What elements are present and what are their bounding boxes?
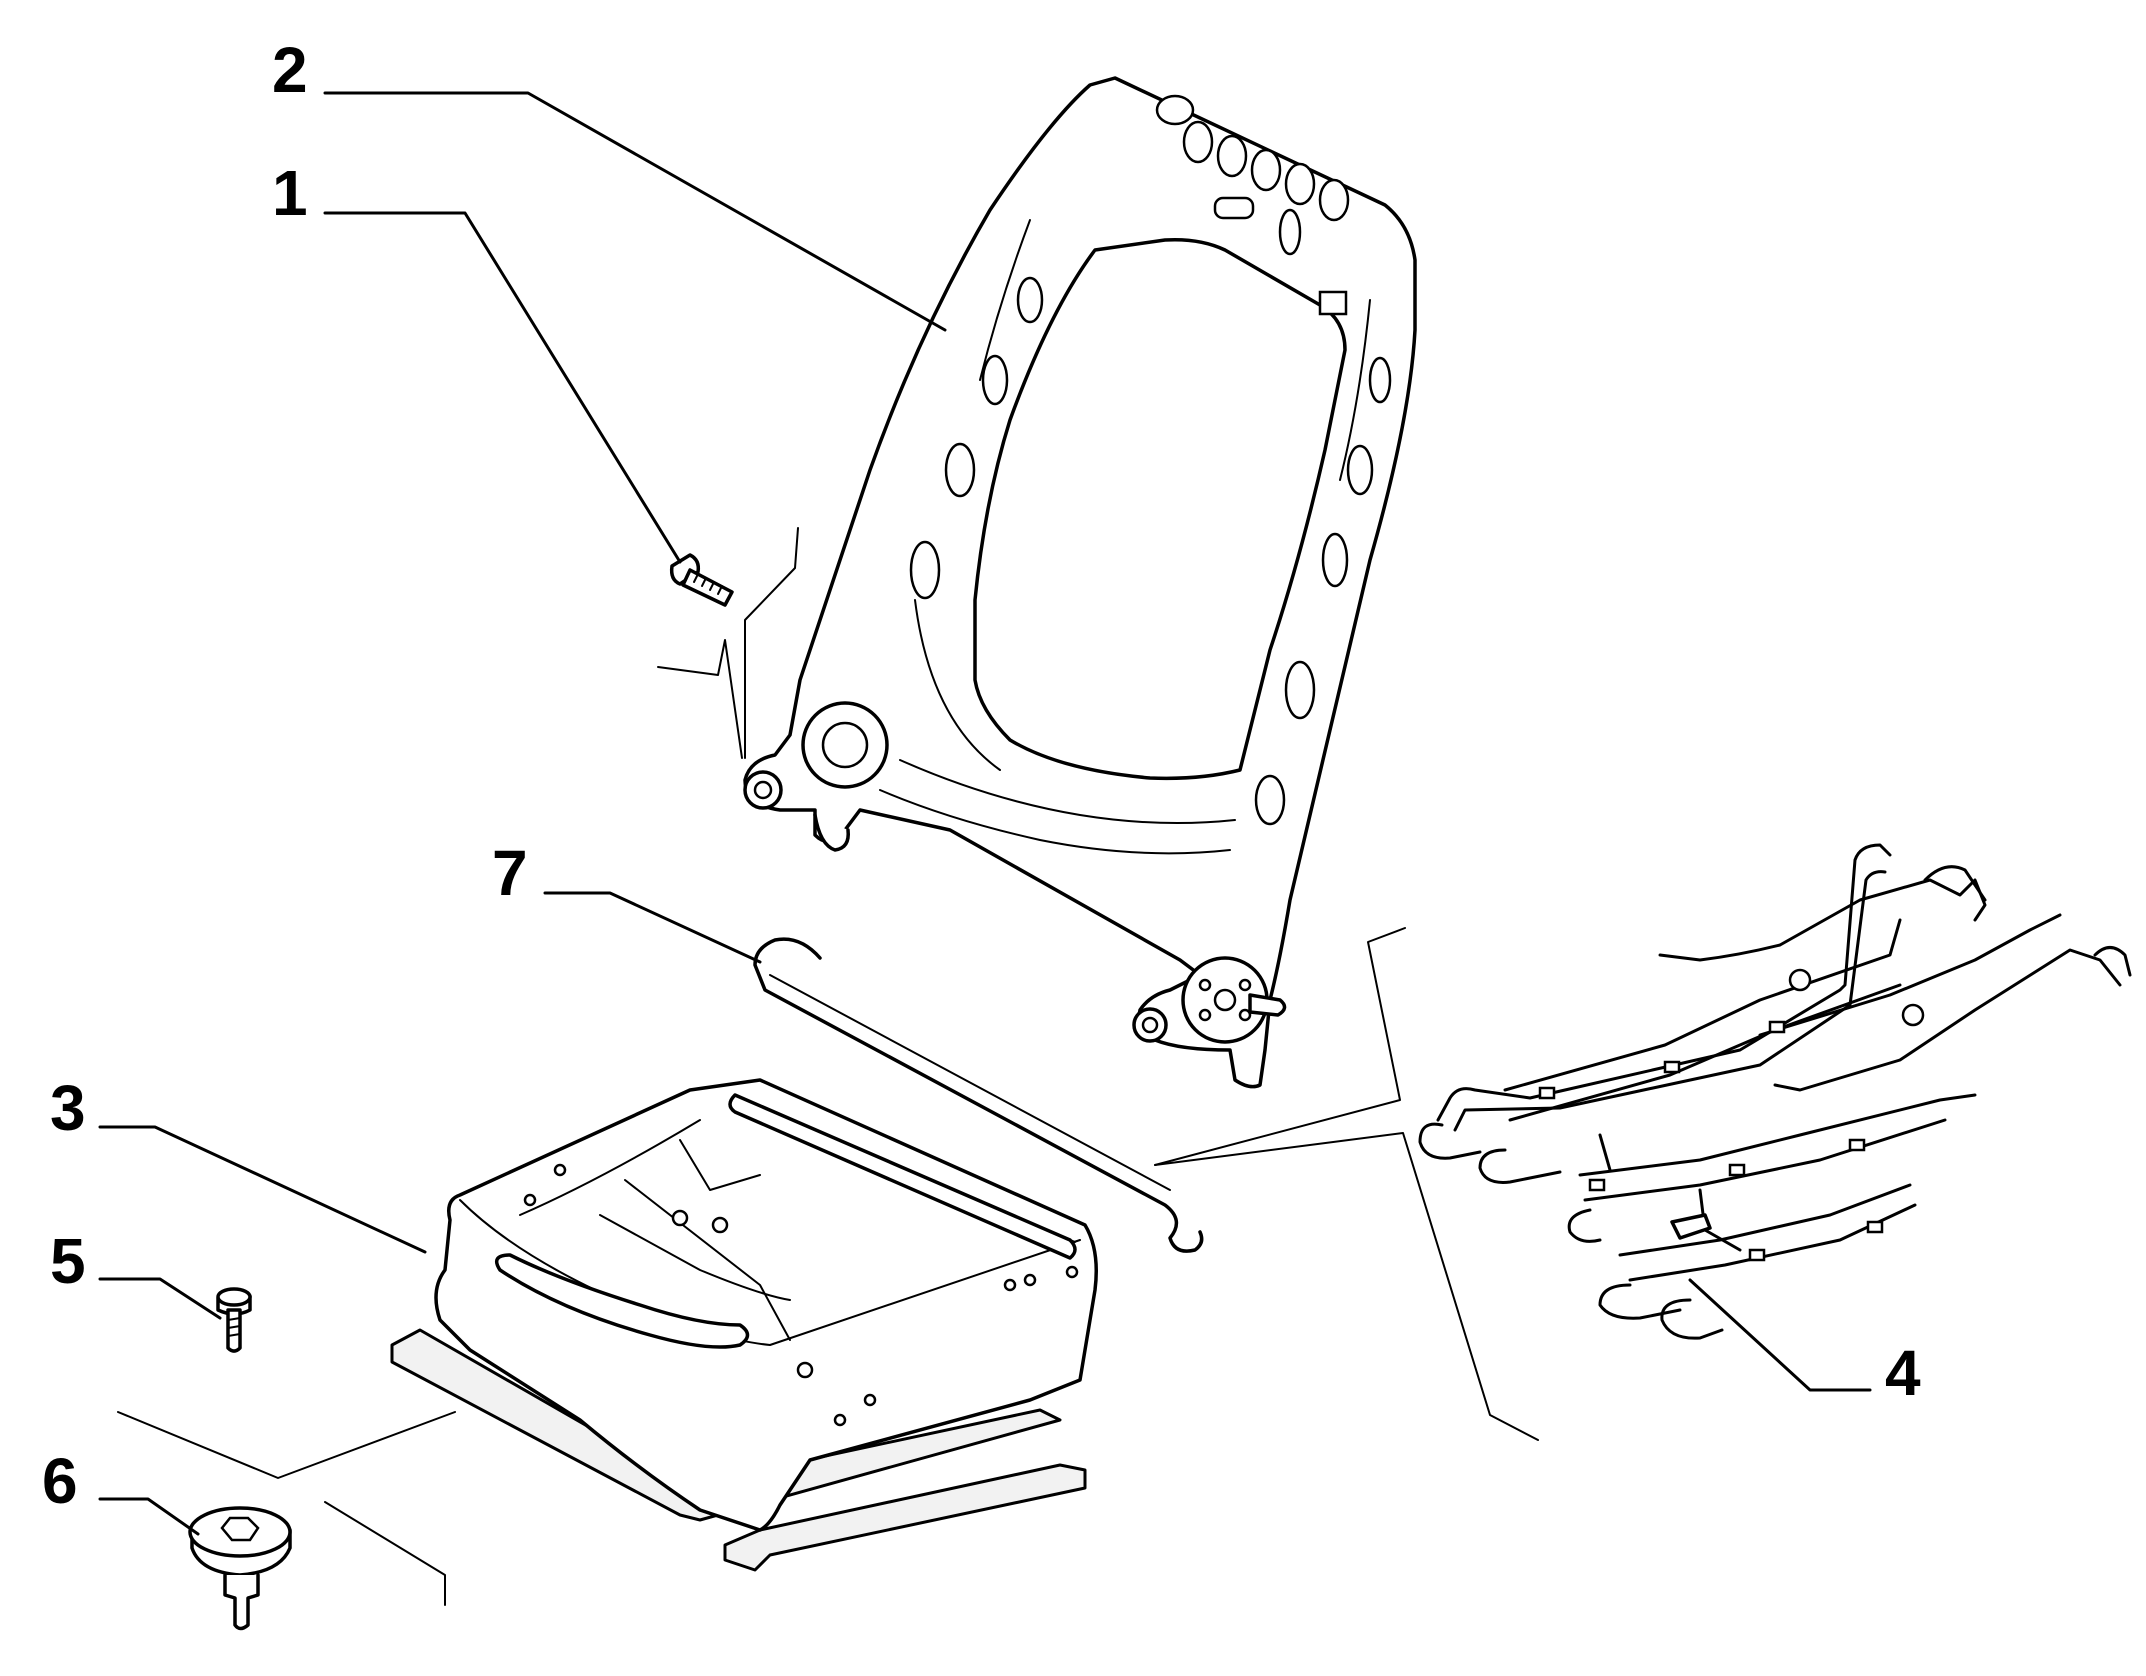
seat-back-frame [743, 76, 1417, 1089]
assembly-line-back-left-2 [744, 527, 799, 759]
bolt-part [669, 553, 734, 607]
callout-7: 7 [492, 837, 528, 909]
assembly-line-spring [1154, 927, 1406, 1166]
callout-6: 6 [42, 1445, 78, 1517]
callout-labels: 1 2 3 4 5 6 7 [42, 34, 1921, 1517]
assembly-line-cushion-2 [324, 1501, 446, 1606]
assembly-line-spring-2 [1154, 1132, 1539, 1441]
leader-line-7 [543, 891, 762, 964]
leader-line-1 [323, 211, 682, 564]
knob-part [188, 1506, 292, 1631]
callout-4: 4 [1885, 1337, 1921, 1409]
assembly-line-back-left [657, 639, 743, 759]
leader-line-3 [98, 1125, 427, 1254]
rod-part [753, 937, 1204, 1253]
callout-1: 1 [272, 157, 308, 229]
leader-line-6 [98, 1497, 200, 1536]
leader-lines [98, 91, 1872, 1606]
leader-line-5 [98, 1277, 222, 1320]
leader-line-2 [323, 91, 947, 332]
spring-mat [1418, 843, 2132, 1340]
assembly-line-cushion [117, 1411, 456, 1479]
callout-2: 2 [272, 34, 308, 106]
leader-line-4 [1688, 1278, 1872, 1392]
callout-3: 3 [50, 1072, 86, 1144]
seat-cushion-frame [390, 1078, 1098, 1572]
screw-part [216, 1287, 252, 1353]
callout-5: 5 [50, 1225, 86, 1297]
